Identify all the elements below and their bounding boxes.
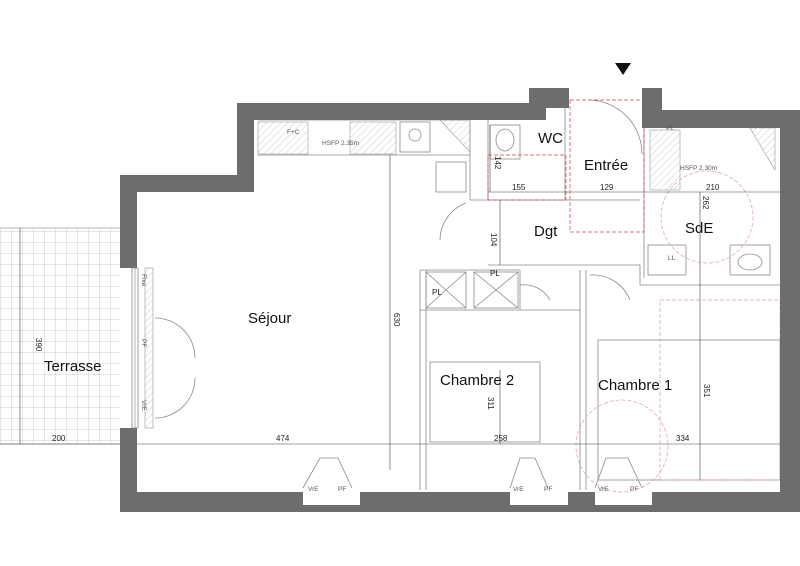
terrace [0,227,120,445]
room-label-terrasse: Terrasse [44,358,102,375]
room-label-wc: WC [538,130,563,147]
dimension-label: 155 [512,183,526,192]
dimension-label: 351 [702,384,711,398]
dimension-label: 311 [486,397,495,410]
room-label-dgt: Dgt [534,223,558,240]
room-label-chambre-1: Chambre 1 [598,377,672,394]
dimension-label: 104 [489,233,498,247]
dimension-label: 630 [392,313,401,327]
window-type-label: VrE [140,400,147,411]
interior-partitions [0,99,781,493]
fridge-freezer-label: F+C [287,129,300,136]
dimension-label: 334 [676,434,690,443]
dimension-label: 474 [276,434,290,443]
window-type-label: Fixe [140,274,147,287]
dimension-label: 262 [701,196,710,210]
window-type-label: VrE [513,486,524,493]
room-label-chambre-2: Chambre 2 [440,372,514,389]
dimension-label: 390 [34,338,43,352]
ceiling-height-label: HSFP 2.30m [680,165,717,172]
cupboard-label: PL [490,269,500,278]
cupboard-label: PL [432,288,442,297]
dimension-label: 210 [706,183,720,192]
dimension-label: 258 [494,434,508,443]
room-label-sejour: Séjour [248,310,291,327]
room-label-sde: SdE [685,220,713,237]
dimension-label: 129 [600,183,614,192]
ceiling-height-label: HSFP 2.35m [322,140,359,147]
window-type-label: PF [140,339,147,347]
window-type-label: PF [338,486,346,493]
room-label-entree: Entrée [584,157,628,174]
exterior-walls [120,88,800,512]
dimension-label: 142 [493,156,502,170]
washing-machine-label: LL [668,255,676,262]
cupboard-label: PL [666,125,674,132]
dimension-label: 200 [52,434,66,443]
window-type-label: VrE [598,486,609,493]
window-type-label: PF [630,486,638,493]
terrace-window-frame [131,267,139,429]
entrance-arrow-icon [615,63,631,75]
window-type-label: VrE [308,486,319,493]
window-type-label: PF [544,486,552,493]
